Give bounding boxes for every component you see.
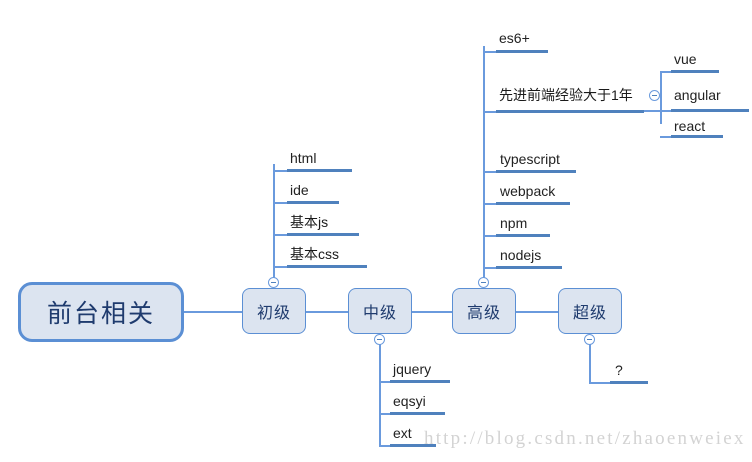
stub-experience-angular <box>660 110 672 112</box>
toggle-experience[interactable] <box>649 90 660 101</box>
underline-ide <box>287 201 339 204</box>
stub-chuji-html <box>273 170 287 172</box>
root-node[interactable]: 前台相关 <box>18 282 184 342</box>
stub-chaoji-question <box>589 382 611 384</box>
spine-chaoji <box>589 344 591 383</box>
level-node-chuji[interactable]: 初级 <box>242 288 306 334</box>
underline-jquery <box>390 380 450 383</box>
underline-react <box>671 135 723 138</box>
level-node-chaoji-label: 超级 <box>572 305 607 322</box>
underline-eqsyi <box>390 412 445 415</box>
stub-gaoji-es6 <box>483 51 497 53</box>
stub-experience-vue <box>660 71 672 73</box>
underline-question <box>610 381 648 384</box>
watermark-text: http://blog.csdn.net/zhaoenweiex <box>424 428 746 449</box>
spine-chuji <box>273 164 275 278</box>
level-node-gaoji-label: 高级 <box>466 305 501 322</box>
stub-gaoji-webpack <box>483 203 497 205</box>
leaf-node-jquery[interactable]: jquery <box>393 361 432 377</box>
leaf-node-html[interactable]: html <box>290 150 317 166</box>
spine-gaoji <box>483 46 485 278</box>
underline-typescript <box>496 170 576 173</box>
underline-ext <box>390 444 436 447</box>
stub-gaoji-typescript <box>483 171 497 173</box>
leaf-node-eqsyi[interactable]: eqsyi <box>393 393 426 409</box>
stub-gaoji-nodejs <box>483 267 497 269</box>
level-node-gaoji[interactable]: 高级 <box>452 288 516 334</box>
leaf-node-ext[interactable]: ext <box>393 425 412 441</box>
underline-html <box>287 169 352 172</box>
leaf-node-question[interactable]: ? <box>615 362 623 378</box>
level-node-chuji-label: 初级 <box>256 305 291 322</box>
spine-experience <box>660 71 662 124</box>
stub-chuji-basic-js <box>273 234 287 236</box>
underline-basic-js <box>287 233 359 236</box>
connector-gaoji-to-chaoji <box>516 311 558 313</box>
leaf-node-angular[interactable]: angular <box>674 87 721 103</box>
toggle-chuji[interactable] <box>268 277 279 288</box>
leaf-node-react[interactable]: react <box>674 118 706 134</box>
leaf-node-npm[interactable]: npm <box>500 215 528 231</box>
stub-chuji-basic-css <box>273 266 287 268</box>
underline-basic-css <box>287 265 367 268</box>
connector-experience-to-spine <box>644 110 660 112</box>
underline-es6 <box>496 50 548 53</box>
stub-chuji-ide <box>273 202 287 204</box>
leaf-node-vue[interactable]: vue <box>674 51 697 67</box>
connector-root-to-chuji <box>184 311 242 313</box>
leaf-node-webpack[interactable]: webpack <box>500 183 556 199</box>
stub-zhongji-jquery <box>379 381 393 383</box>
toggle-gaoji[interactable] <box>478 277 489 288</box>
underline-webpack <box>496 202 570 205</box>
leaf-node-ide[interactable]: ide <box>290 182 309 198</box>
spine-zhongji <box>379 344 381 446</box>
stub-zhongji-eqsyi <box>379 413 393 415</box>
level-node-zhongji[interactable]: 中级 <box>348 288 412 334</box>
underline-angular <box>671 109 749 112</box>
level-node-chaoji[interactable]: 超级 <box>558 288 622 334</box>
leaf-node-experience[interactable]: 先进前端经验大于1年 <box>499 87 633 103</box>
connector-chuji-to-zhongji <box>306 311 348 313</box>
leaf-node-basic-js[interactable]: 基本js <box>290 214 329 230</box>
underline-npm <box>496 234 550 237</box>
underline-vue <box>671 70 719 73</box>
root-node-label: 前台相关 <box>46 300 155 328</box>
stub-zhongji-ext <box>379 445 393 447</box>
leaf-node-basic-css[interactable]: 基本css <box>290 246 339 262</box>
stub-gaoji-npm <box>483 235 497 237</box>
leaf-node-es6[interactable]: es6+ <box>499 30 530 46</box>
stub-experience-react <box>660 136 672 138</box>
connector-zhongji-to-gaoji <box>412 311 452 313</box>
leaf-node-typescript[interactable]: typescript <box>500 151 560 167</box>
stub-gaoji-experience <box>483 111 497 113</box>
underline-nodejs <box>496 266 562 269</box>
leaf-node-nodejs[interactable]: nodejs <box>500 247 542 263</box>
level-node-zhongji-label: 中级 <box>362 305 397 322</box>
underline-experience <box>496 110 644 113</box>
